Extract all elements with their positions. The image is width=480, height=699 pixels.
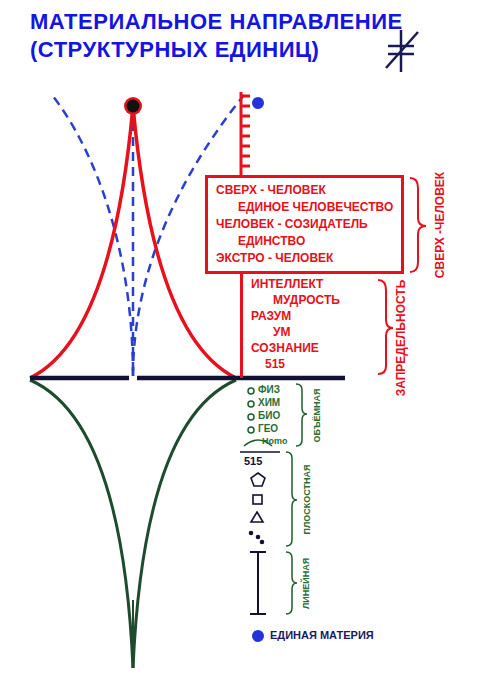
bracket: [296, 384, 307, 446]
node-text: ЧЕЛОВЕК - СОЗИДАТЕЛЬ: [216, 216, 393, 233]
node-text: ИНТЕЛЛЕКТ: [251, 276, 340, 292]
base-line: [30, 376, 129, 381]
plane-shapes: [240, 452, 280, 544]
blue-dot: [252, 97, 264, 109]
line-segment: [250, 552, 266, 614]
node-text: ЕДИНОЕ ЧЕЛОВЕЧЕСТВО: [216, 199, 393, 216]
node-text: ЭКСТРО - ЧЕЛОВЕК: [216, 250, 393, 267]
level-label: ФИЗ: [258, 384, 280, 396]
ruler: [241, 92, 250, 178]
green-axis: [132, 600, 134, 668]
node-text: 515: [251, 356, 340, 372]
green-curve: [30, 380, 133, 668]
group-label: ПЛОСКОСТНАЯ: [302, 464, 313, 534]
matter-dot: [252, 630, 264, 642]
matter-label: ЕДИНАЯ МАТЕРИЯ: [270, 629, 374, 642]
group-label: ОБЪЁМНАЯ: [312, 388, 323, 442]
dashed-axis: [132, 122, 135, 372]
symbol: [386, 30, 418, 72]
apex-dot: [127, 100, 140, 113]
level-label: ХИМ: [258, 397, 280, 409]
group-label: ЛИНЕЙНАЯ: [301, 557, 312, 608]
level-label: Homo: [262, 436, 288, 447]
text-box: СВЕРХ - ЧЕЛОВЕКЕДИНОЕ ЧЕЛОВЕЧЕСТВОЧЕЛОВЕ…: [205, 175, 404, 274]
number-label: 515: [244, 455, 262, 468]
green-curve: [133, 380, 236, 668]
bracket: [378, 280, 393, 374]
level-label: БИО: [258, 410, 280, 422]
level-label: ГЕО: [258, 423, 278, 435]
node-text: МУДРОСТЬ: [251, 292, 340, 308]
group-label: ЗАПРЕДЕЛЬНОСТЬ: [394, 280, 408, 397]
node-text: СОЗНАНИЕ: [251, 340, 340, 356]
text-region: ИНТЕЛЛЕКТМУДРОСТЬРАЗУМУМСОЗНАНИЕ515: [240, 274, 348, 378]
dashed-curve: [52, 95, 133, 376]
red-curve: [133, 106, 236, 378]
node-text: РАЗУМ: [251, 308, 340, 324]
group-label: СВЕРХ -ЧЕЛОВЕК: [433, 172, 447, 278]
bracket: [286, 552, 297, 614]
node-text: УМ: [251, 324, 340, 340]
red-curve: [30, 106, 133, 378]
node-text: ЕДИНСТВО: [216, 233, 393, 250]
node-text: СВЕРХ - ЧЕЛОВЕК: [216, 182, 393, 199]
bracket: [286, 452, 297, 546]
title: МАТЕРИАЛЬНОЕ НАПРАВЛЕНИЕ (СТРУКТУРНЫХ ЕД…: [30, 8, 450, 64]
bracket: [410, 178, 426, 272]
apex-ring: [124, 97, 142, 115]
